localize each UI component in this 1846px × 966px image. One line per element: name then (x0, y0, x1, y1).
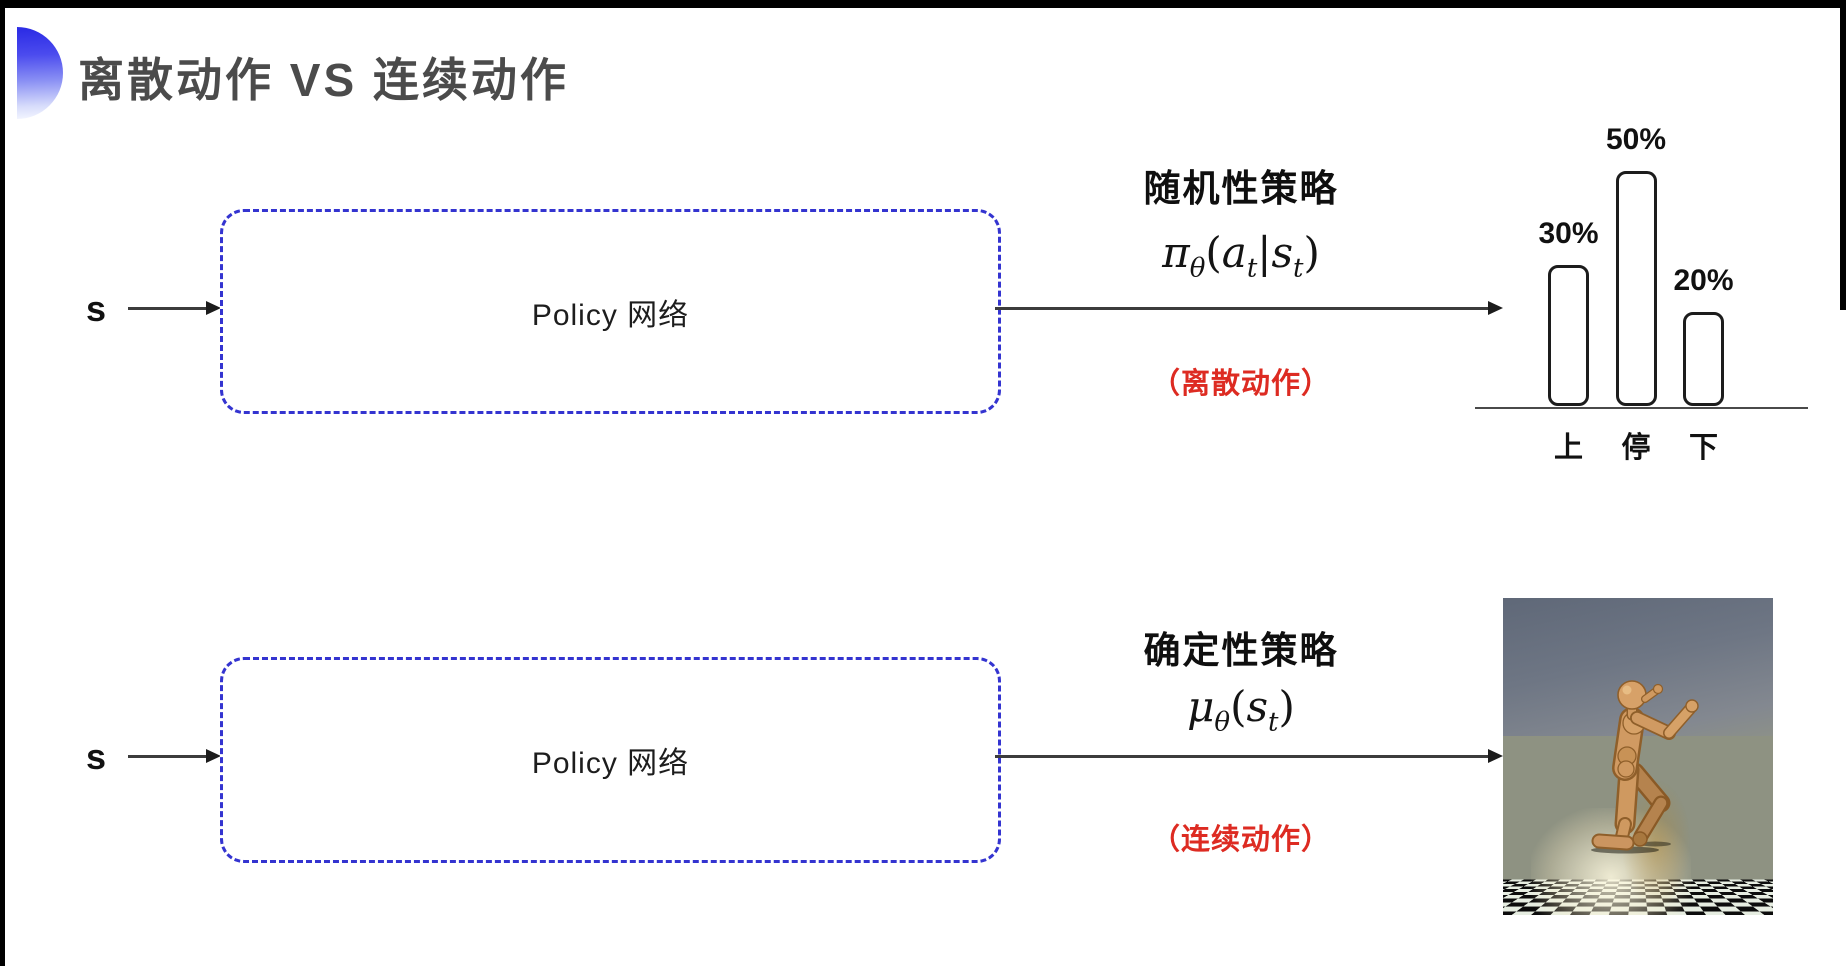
output-arrow-shaft-bottom (995, 755, 1489, 758)
output-arrow-shaft-top (995, 307, 1489, 310)
category-label-down: 下 (1688, 432, 1718, 464)
policy-network-box-bottom: Policy 网络 (220, 657, 1001, 863)
input-arrow-shaft-top (128, 307, 208, 310)
action-probability-bar-chart: 30% 50% 20% (1538, 123, 1734, 406)
humanoid-simulation-image (1503, 598, 1773, 915)
stochastic-policy-formula: πθ(at|st) (1162, 228, 1320, 284)
page-title: 离散动作 VS 连续动作 (78, 54, 569, 106)
title-accent-shape (17, 27, 63, 119)
input-arrow-shaft-bottom (128, 755, 208, 758)
chart-baseline (1475, 407, 1808, 409)
policy-network-box-top: Policy 网络 (220, 209, 1001, 414)
deterministic-policy-title: 确定性策略 (1143, 630, 1339, 671)
bar-column: 30% (1538, 217, 1599, 406)
output-arrow-head-top (1488, 301, 1503, 315)
video-frame-left (0, 0, 5, 966)
bar-column: 20% (1673, 264, 1734, 406)
bar-stop (1615, 171, 1657, 406)
category-label-up: 上 (1553, 432, 1583, 464)
bar-value-label: 50% (1605, 123, 1667, 156)
bar-value-label: 30% (1538, 217, 1599, 250)
video-frame-top (0, 0, 1846, 8)
input-arrow-head-top (206, 301, 221, 315)
state-input-label-top: s (86, 288, 107, 329)
bar-down (1683, 312, 1724, 406)
humanoid-robot-figure (1591, 680, 1699, 854)
policy-network-label-top: Policy 网络 (531, 298, 690, 332)
discrete-action-note: （离散动作） (1150, 368, 1331, 400)
deterministic-policy-formula: μθ(st) (1187, 682, 1295, 738)
category-label-stop: 停 (1621, 432, 1651, 464)
floor-light-reflection (1531, 808, 1691, 915)
stochastic-policy-title: 随机性策略 (1143, 168, 1339, 209)
bar-up (1548, 265, 1589, 406)
input-arrow-head-bottom (206, 749, 221, 763)
output-arrow-head-bottom (1488, 749, 1503, 763)
policy-network-label-bottom: Policy 网络 (531, 747, 690, 780)
bar-column: 50% (1606, 123, 1666, 406)
video-frame-right (1840, 0, 1846, 310)
bar-value-label: 20% (1673, 264, 1734, 297)
state-input-label-bottom: s (86, 736, 107, 777)
chart-category-labels: 上 停 下 (1548, 424, 1724, 466)
continuous-action-note: （连续动作） (1150, 824, 1331, 856)
